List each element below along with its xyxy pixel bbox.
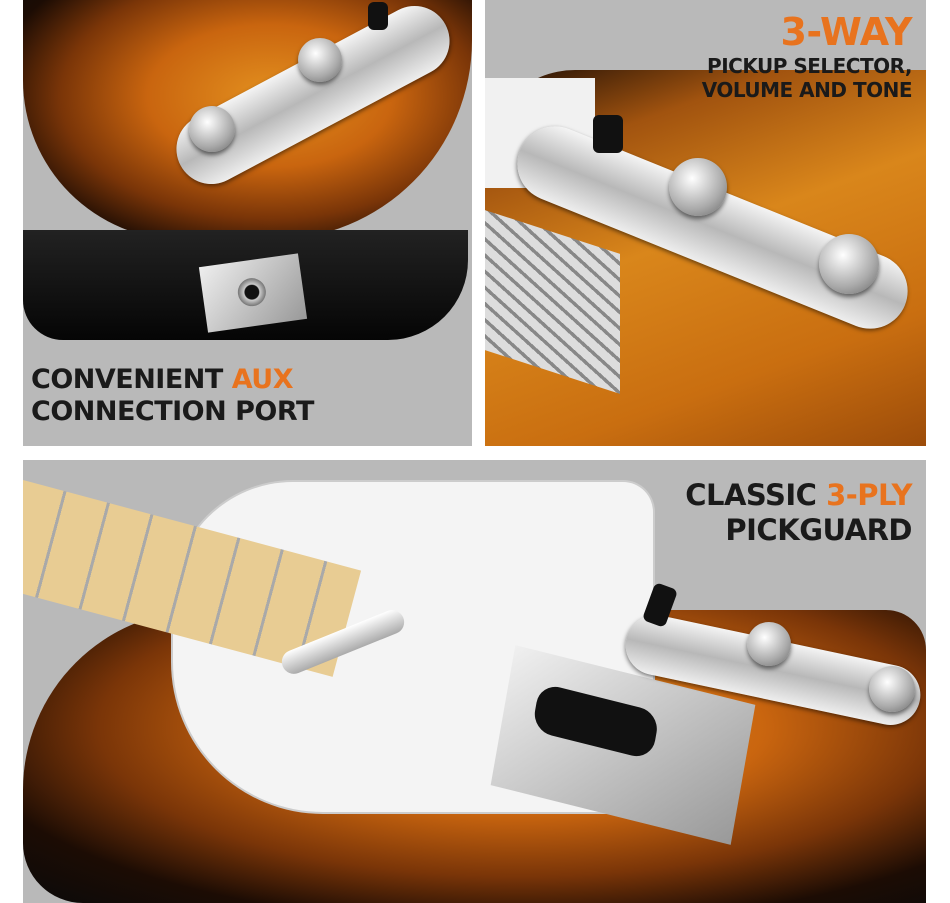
aux-caption: CONVENIENT AUX CONNECTION PORT: [31, 364, 314, 428]
controls-caption: 3-WAY PICKUP SELECTOR, VOLUME AND TONE: [701, 10, 913, 102]
tone-knob: [819, 234, 879, 294]
pickup-pole-pieces: [531, 682, 661, 761]
pickguard-caption: CLASSIC 3-PLY PICKGUARD: [685, 478, 912, 547]
pickup-selector-switch: [593, 115, 623, 153]
volume-knob: [189, 106, 235, 152]
pickup-selector-switch: [368, 2, 388, 30]
controls-panel: 3-WAY PICKUP SELECTOR, VOLUME AND TONE: [485, 0, 926, 446]
aux-jack-plate: [198, 253, 308, 333]
aux-jack-icon: [236, 276, 268, 308]
aux-port-panel: CONVENIENT AUX CONNECTION PORT: [23, 0, 472, 446]
tone-knob: [298, 38, 342, 82]
pickguard-panel: CLASSIC 3-PLY PICKGUARD: [23, 460, 926, 903]
volume-knob: [747, 622, 791, 666]
tone-knob: [869, 666, 915, 712]
volume-knob: [669, 158, 727, 216]
